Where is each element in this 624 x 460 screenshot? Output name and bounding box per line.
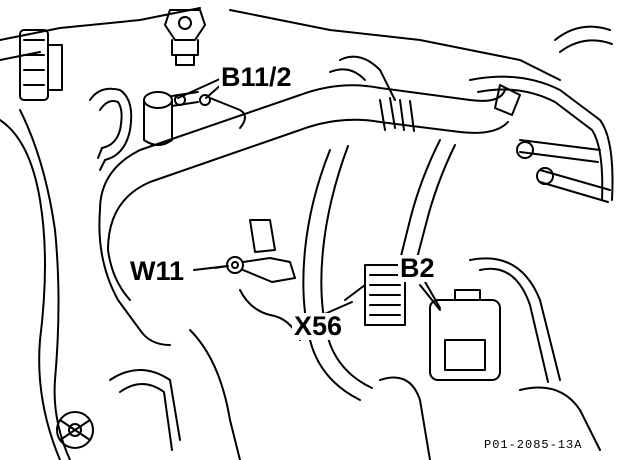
- label-b2: B2: [398, 253, 437, 283]
- background-structure: [0, 7, 561, 460]
- center-hose: [302, 139, 456, 401]
- figure-id: P01-2085-13A: [484, 438, 583, 452]
- leader-b11-2-a: [177, 77, 223, 99]
- right-tubes: [469, 25, 614, 203]
- label-x56: X56: [292, 311, 345, 341]
- connector-x56: [344, 264, 406, 326]
- left-connector: [19, 29, 63, 101]
- label-b11-2: B11/2: [219, 62, 294, 92]
- leader-b2: [423, 279, 441, 309]
- left-hose: [89, 87, 133, 171]
- leader-w11: [193, 265, 229, 271]
- ground-point-w11: [214, 219, 301, 341]
- label-w11: W11: [128, 256, 187, 286]
- lower-components: [56, 329, 601, 460]
- sensor-b2: [419, 257, 561, 383]
- pipe-ribs: [379, 97, 415, 132]
- intake-pipe: [98, 55, 521, 346]
- top-nut: [164, 9, 206, 66]
